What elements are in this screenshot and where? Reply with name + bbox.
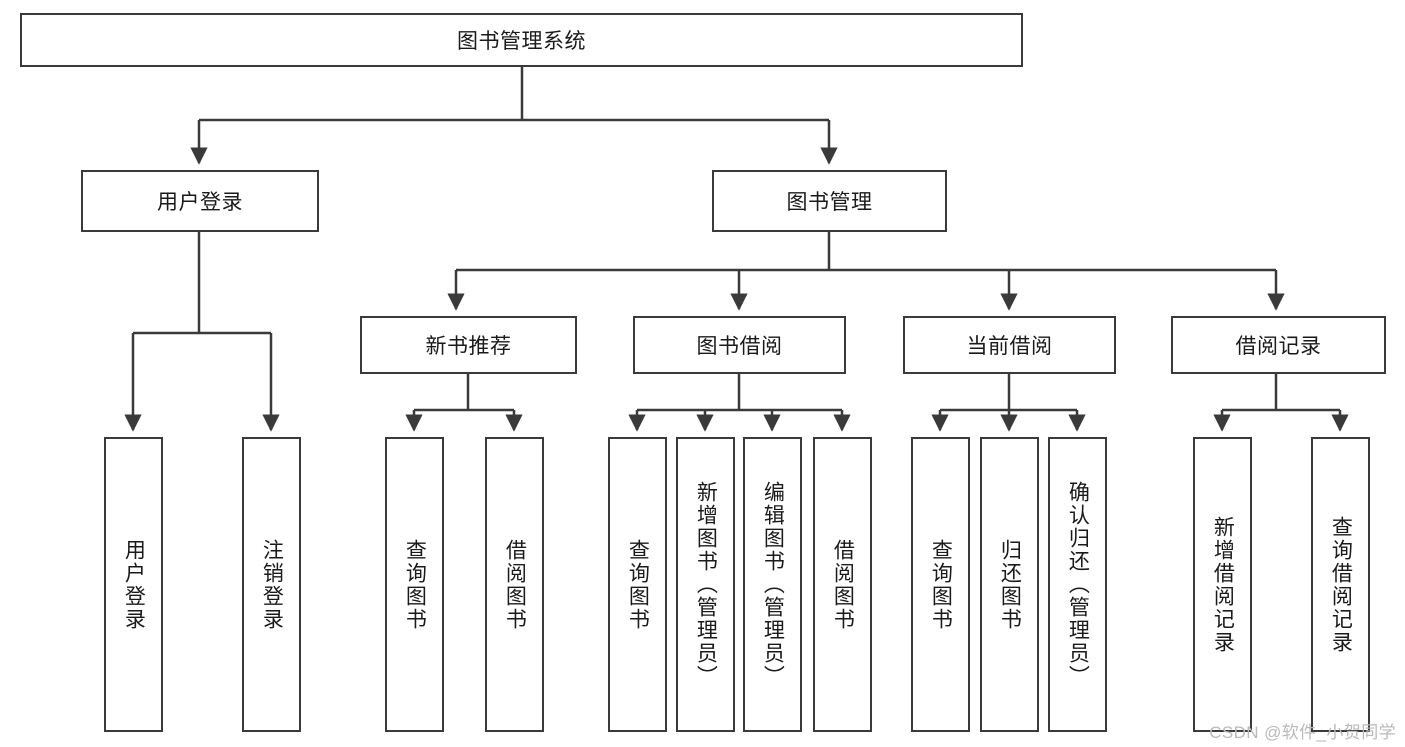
node-book-management[interactable]: 图书管理 [712, 170, 947, 232]
leaf-label: 注销登录 [260, 538, 284, 631]
node-book-borrowing[interactable]: 图书借阅 [633, 316, 846, 374]
leaf-label: 新增借阅记录 [1211, 515, 1235, 654]
leaf-current-confirm-return-admin[interactable]: 确认归还（管理员） [1048, 437, 1107, 732]
node-user-login[interactable]: 用户登录 [81, 170, 319, 232]
node-borrowing-record[interactable]: 借阅记录 [1171, 316, 1386, 374]
leaf-label: 查询图书 [626, 538, 650, 631]
leaf-borrow-edit-book-admin[interactable]: 编辑图书（管理员） [743, 437, 802, 732]
leaf-current-query-book[interactable]: 查询图书 [911, 437, 970, 732]
leaf-label: 借阅图书 [831, 538, 855, 631]
leaf-label: 用户登录 [122, 538, 146, 631]
node-label: 用户登录 [157, 191, 243, 214]
leaf-record-query-record[interactable]: 查询借阅记录 [1311, 437, 1370, 732]
leaf-label: 查询图书 [929, 538, 953, 631]
leaf-borrow-add-book-admin[interactable]: 新增图书（管理员） [676, 437, 735, 732]
leaf-user-login-login[interactable]: 用户登录 [104, 437, 163, 732]
leaf-current-return-book[interactable]: 归还图书 [980, 437, 1039, 732]
node-label: 新书推荐 [425, 335, 512, 358]
leaf-label: 归还图书 [998, 538, 1022, 631]
leaf-borrow-borrow-book[interactable]: 借阅图书 [813, 437, 872, 732]
node-label: 借阅记录 [1235, 335, 1322, 358]
leaf-label: 借阅图书 [503, 538, 527, 631]
leaf-new-book-query-book[interactable]: 查询图书 [385, 437, 444, 732]
node-label: 图书借阅 [696, 335, 783, 358]
leaf-label: 查询图书 [403, 538, 427, 631]
node-current-borrowing[interactable]: 当前借阅 [903, 316, 1116, 374]
leaf-new-book-borrow-book[interactable]: 借阅图书 [485, 437, 544, 732]
leaf-label: 查询借阅记录 [1329, 515, 1353, 654]
node-root-book-management-system[interactable]: 图书管理系统 [20, 13, 1023, 67]
node-label: 当前借阅 [966, 335, 1053, 358]
leaf-borrow-query-book[interactable]: 查询图书 [608, 437, 667, 732]
leaf-user-login-logout[interactable]: 注销登录 [242, 437, 301, 732]
leaf-record-add-record[interactable]: 新增借阅记录 [1193, 437, 1252, 732]
leaf-label: 确认归还（管理员） [1066, 481, 1090, 688]
node-label: 图书管理 [786, 191, 873, 214]
leaf-label: 新增图书（管理员） [694, 481, 718, 688]
leaf-label: 编辑图书（管理员） [761, 481, 785, 688]
node-label: 图书管理系统 [457, 30, 586, 53]
watermark-text: CSDN @软件_小贺同学 [1209, 723, 1396, 742]
node-new-book-recommendation[interactable]: 新书推荐 [360, 316, 577, 374]
